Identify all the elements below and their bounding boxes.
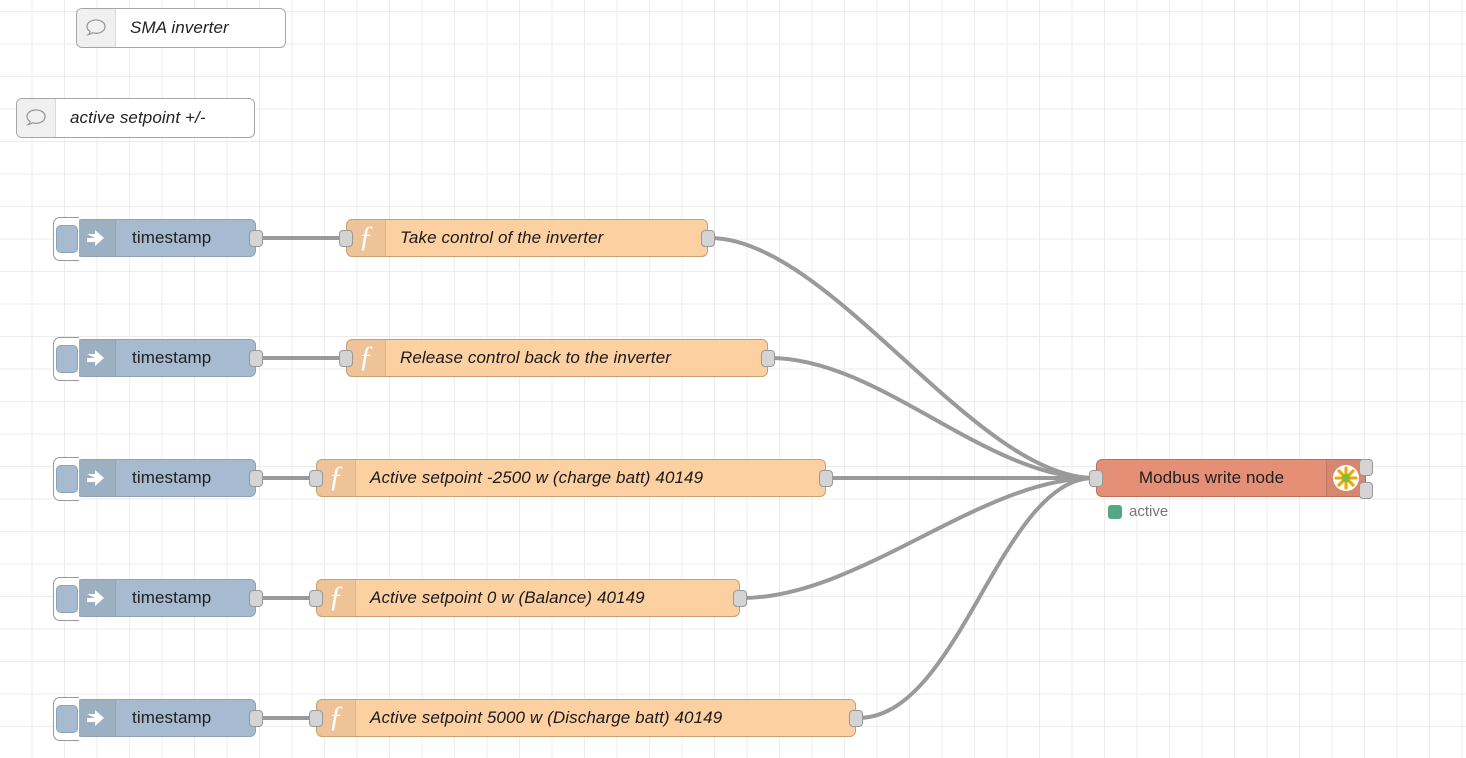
function-f-icon: ƒ xyxy=(347,340,386,376)
function-f-glyph: ƒ xyxy=(328,700,344,733)
comment-label: active setpoint +/- xyxy=(70,108,206,127)
inject-label: timestamp xyxy=(132,348,212,367)
output-port-1[interactable] xyxy=(1359,459,1373,476)
comment-icon xyxy=(77,9,116,47)
status-text: active xyxy=(1129,503,1169,520)
function-label: Active setpoint -2500 w (charge batt) 40… xyxy=(370,468,704,487)
inject-node-1[interactable]: timestamp xyxy=(53,217,263,261)
function-node-release-control[interactable]: ƒ Release control back to the inverter xyxy=(339,339,775,377)
output-port[interactable] xyxy=(761,350,775,367)
input-port[interactable] xyxy=(309,590,323,607)
comment-icon xyxy=(17,99,56,137)
inject-node-3[interactable]: timestamp xyxy=(53,457,263,501)
function-node-take-control[interactable]: ƒ Take control of the inverter xyxy=(339,219,715,257)
inject-arrow-icon xyxy=(77,220,116,256)
input-port[interactable] xyxy=(309,710,323,727)
modbus-write-node[interactable]: Modbus write node xyxy=(1089,459,1373,499)
inject-trigger-button[interactable] xyxy=(53,457,79,501)
output-port[interactable] xyxy=(249,350,263,367)
function-f-icon: ƒ xyxy=(317,460,356,496)
function-f-icon: ƒ xyxy=(317,700,356,736)
inject-label: timestamp xyxy=(132,468,212,487)
inject-label: timestamp xyxy=(132,228,212,247)
input-port[interactable] xyxy=(339,230,353,247)
inject-node-2[interactable]: timestamp xyxy=(53,337,263,381)
function-label: Release control back to the inverter xyxy=(400,348,672,367)
inject-trigger-button[interactable] xyxy=(53,697,79,741)
inject-label: timestamp xyxy=(132,588,212,607)
inject-trigger-button[interactable] xyxy=(53,577,79,621)
comment-node-setpoint[interactable]: active setpoint +/- xyxy=(16,98,255,138)
inject-trigger-button[interactable] xyxy=(53,217,79,261)
inject-button-inner xyxy=(55,585,78,613)
function-f-glyph: ƒ xyxy=(358,220,374,253)
output-port[interactable] xyxy=(819,470,833,487)
inject-button-inner xyxy=(55,465,78,493)
modbus-status: active xyxy=(1108,503,1168,520)
output-port[interactable] xyxy=(701,230,715,247)
inject-node-4[interactable]: timestamp xyxy=(53,577,263,621)
function-label: Take control of the inverter xyxy=(400,228,604,247)
inject-button-inner xyxy=(55,225,78,253)
comment-node-sma[interactable]: SMA inverter xyxy=(76,8,286,48)
modbus-gear-icon xyxy=(1326,460,1365,496)
input-port[interactable] xyxy=(1089,470,1103,487)
inject-arrow-icon xyxy=(77,580,116,616)
output-port-2[interactable] xyxy=(1359,482,1373,499)
function-label: Active setpoint 5000 w (Discharge batt) … xyxy=(370,708,723,727)
output-port[interactable] xyxy=(249,230,263,247)
function-f-glyph: ƒ xyxy=(358,340,374,373)
output-port[interactable] xyxy=(249,710,263,727)
output-port[interactable] xyxy=(849,710,863,727)
inject-button-inner xyxy=(55,345,78,373)
function-f-icon: ƒ xyxy=(317,580,356,616)
output-port[interactable] xyxy=(249,590,263,607)
inject-node-5[interactable]: timestamp xyxy=(53,697,263,741)
output-port[interactable] xyxy=(733,590,747,607)
status-indicator-dot xyxy=(1108,504,1122,519)
link-fn5-modbus xyxy=(856,476,1096,720)
modbus-label: Modbus write node xyxy=(1138,468,1285,487)
function-label: Active setpoint 0 w (Balance) 40149 xyxy=(370,588,645,607)
function-f-icon: ƒ xyxy=(347,220,386,256)
function-node-setpoint-discharge[interactable]: ƒ Active setpoint 5000 w (Discharge batt… xyxy=(309,699,863,737)
inject-label: timestamp xyxy=(132,708,212,727)
input-port[interactable] xyxy=(339,350,353,367)
function-node-setpoint-charge[interactable]: ƒ Active setpoint -2500 w (charge batt) … xyxy=(309,459,833,497)
inject-arrow-icon xyxy=(77,340,116,376)
inject-trigger-button[interactable] xyxy=(53,337,79,381)
comment-label: SMA inverter xyxy=(130,18,229,37)
function-f-glyph: ƒ xyxy=(328,580,344,613)
inject-arrow-icon xyxy=(77,700,116,736)
output-port[interactable] xyxy=(249,470,263,487)
function-node-setpoint-balance[interactable]: ƒ Active setpoint 0 w (Balance) 40149 xyxy=(309,579,747,617)
inject-button-inner xyxy=(55,705,78,733)
inject-arrow-icon xyxy=(77,460,116,496)
input-port[interactable] xyxy=(309,470,323,487)
function-f-glyph: ƒ xyxy=(328,460,344,493)
